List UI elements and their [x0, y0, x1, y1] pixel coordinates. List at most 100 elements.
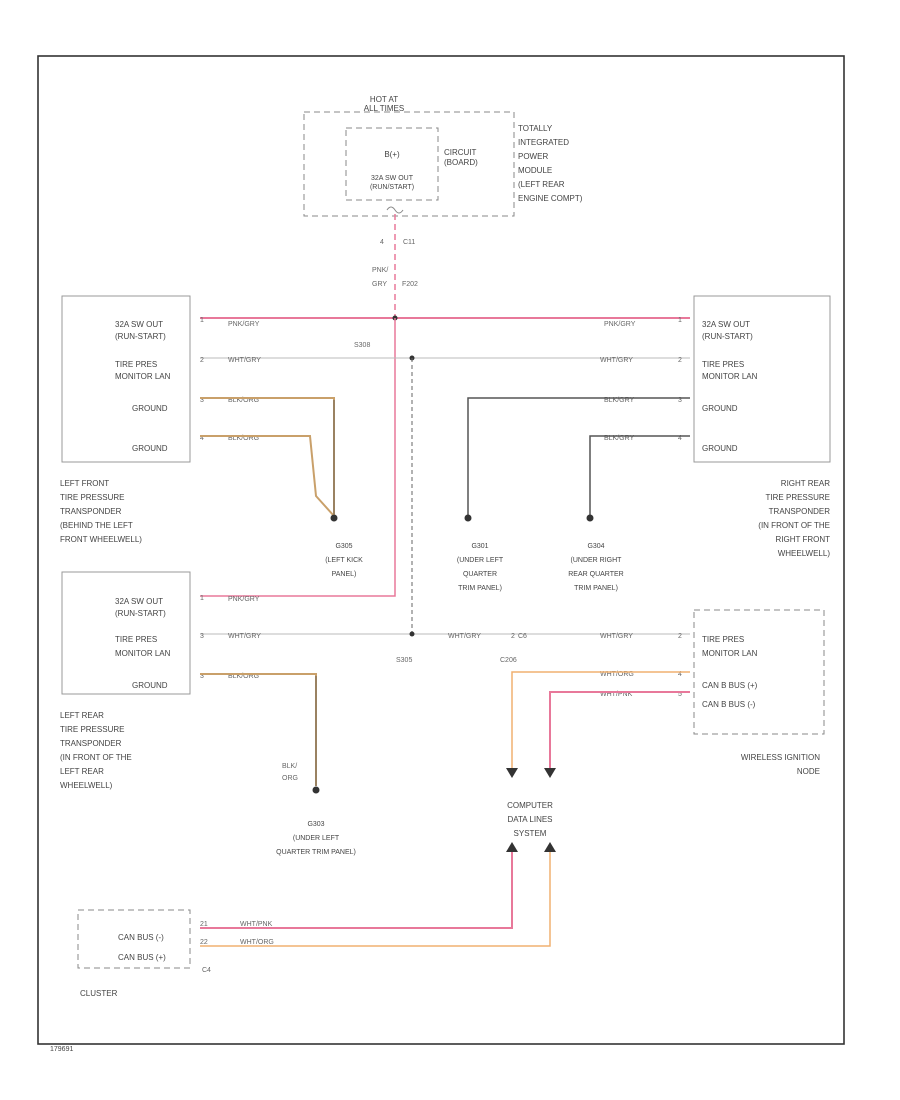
- win-pin-label: CAN B BUS (-): [702, 700, 756, 709]
- feed-wire-color-1: PNK/: [372, 267, 388, 274]
- win-pin-label: CAN B BUS (+): [702, 681, 758, 690]
- rr-caption-line: (IN FRONT OF THE: [758, 521, 830, 530]
- lr-module-box: [61, 571, 191, 695]
- rr-ground-wire-2: [589, 435, 690, 516]
- lr-pin-num: 3: [200, 633, 204, 640]
- win-wire-label: WHT/PNK: [600, 691, 633, 698]
- tipm-inner-box: [345, 127, 439, 201]
- ground-label: G304: [587, 543, 604, 550]
- lf-caption-line: FRONT WHEELWELL): [60, 535, 142, 544]
- win-pin-num: 2: [678, 633, 682, 640]
- lr-caption-line: LEFT REAR: [60, 767, 104, 776]
- ground-g301: G301 (UNDER LEFT QUARTER TRIM PANEL): [457, 514, 504, 592]
- feed-wire-color-2: GRY: [372, 281, 387, 288]
- win-caption: WIRELESS IGNITION: [741, 753, 820, 762]
- rr-pin-num: 2: [678, 357, 682, 364]
- win-can-plus-wire: [511, 671, 690, 770]
- wireless-ignition-node: TIRE PRES MONITOR LAN CAN B BUS (+) CAN …: [448, 609, 825, 778]
- splice-s305: [409, 631, 415, 637]
- lf-caption-line: LEFT FRONT: [60, 479, 109, 488]
- tipm-header-2: ALL TIMES: [364, 104, 404, 113]
- rr-wire-label: WHT/GRY: [600, 357, 633, 364]
- lf-pin-label: GROUND: [132, 444, 168, 453]
- lr-power-wire: [200, 318, 396, 597]
- fuse-symbol: [386, 206, 404, 214]
- ground-icon: [330, 514, 338, 522]
- ground-label: (UNDER LEFT: [293, 835, 340, 842]
- rr-caption-line: WHEELWELL): [778, 549, 831, 558]
- feed-wire-code: F202: [402, 281, 418, 288]
- lr-pin-label: TIRE PRES: [115, 635, 157, 644]
- splice-s308-label: S308: [354, 342, 370, 349]
- cluster-wire-label: WHT/PNK: [240, 921, 273, 928]
- computer-data-lines-system: COMPUTER DATA LINES SYSTEM: [200, 801, 556, 947]
- lf-caption: LEFT FRONT TIRE PRESSURE TRANSPONDER (BE…: [60, 479, 142, 544]
- ground-label: TRIM PANEL): [574, 585, 618, 592]
- lf-caption-line: TIRE PRESSURE: [60, 493, 124, 502]
- lr-wire-label: WHT/GRY: [228, 633, 261, 640]
- ground-label: REAR QUARTER: [568, 571, 624, 578]
- lf-caption-line: (BEHIND THE LEFT: [60, 521, 133, 530]
- ground-label: PANEL): [332, 571, 357, 578]
- tipm-circuit-board-2: (BOARD): [444, 158, 478, 167]
- win-can-minus-wire: [549, 691, 690, 770]
- cds-label: COMPUTER: [507, 801, 553, 810]
- lr-ground-wire: [200, 673, 317, 786]
- lf-pin-num: 1: [200, 317, 204, 324]
- lr-pin-num: 1: [200, 595, 204, 602]
- win-connector: C206: [500, 657, 517, 664]
- tipm-label-line: TOTALLY: [518, 124, 553, 133]
- tipm-fuse-label: 32A SW OUT: [371, 175, 414, 182]
- tipm-pin: 4: [380, 239, 384, 246]
- lr-pin-label: (RUN-START): [115, 609, 166, 618]
- tipm-circuit-board: CIRCUIT: [444, 148, 477, 157]
- lf-wire-label: BLK/ORG: [228, 435, 259, 442]
- tipm-module: HOT AT ALL TIMES B(+) 32A SW OUT (RUN/ST…: [303, 95, 583, 246]
- rr-pin-label: (RUN-START): [702, 332, 753, 341]
- win-connector-pin: 2: [511, 633, 515, 640]
- lf-pin-label: 32A SW OUT: [115, 320, 163, 329]
- cluster-wire-label: WHT/ORG: [240, 939, 274, 946]
- ground-label: G301: [471, 543, 488, 550]
- rr-pin-num: 1: [678, 317, 682, 324]
- ground-label: QUARTER TRIM PANEL): [276, 849, 356, 856]
- lr-pin-label: 32A SW OUT: [115, 597, 163, 606]
- cluster: CAN BUS (-) CAN BUS (+) 21 22 WHT/PNK WH…: [77, 909, 274, 998]
- cds-label: SYSTEM: [514, 829, 547, 838]
- lr-wire-label: PNK/GRY: [228, 596, 260, 603]
- ground-g303: G303 (UNDER LEFT QUARTER TRIM PANEL): [276, 786, 356, 856]
- ground-label: (UNDER LEFT: [457, 557, 504, 564]
- arrow-down-icon: [506, 768, 518, 778]
- lf-ground-wire-2: [200, 435, 335, 517]
- cluster-can-plus-wire: [200, 852, 551, 947]
- win-caption: NODE: [797, 767, 820, 776]
- lf-pin-num: 2: [200, 357, 204, 364]
- lr-caption-line: (IN FRONT OF THE: [60, 753, 132, 762]
- rr-pin-label: GROUND: [702, 404, 738, 413]
- win-pin-label-2: MONITOR LAN: [702, 649, 758, 658]
- rr-caption: RIGHT REAR TIRE PRESSURE TRANSPONDER (IN…: [758, 479, 830, 558]
- lf-ground-wire-1: [200, 397, 335, 516]
- win-pin-num: 4: [678, 671, 682, 678]
- lr-pin-label: MONITOR LAN: [115, 649, 171, 658]
- ground-label: G305: [335, 543, 352, 550]
- rr-caption-line: RIGHT FRONT: [775, 535, 830, 544]
- right-rear-transponder: 32A SW OUT (RUN-START) TIRE PRES MONITOR…: [467, 295, 831, 558]
- diagram-frame: [37, 55, 845, 1045]
- lr-pin-label: GROUND: [132, 681, 168, 690]
- tipm-label-line: (LEFT REAR: [518, 180, 565, 189]
- rr-module-box: [693, 295, 831, 463]
- tipm-outer-box: [303, 111, 515, 217]
- rr-pin-label: 32A SW OUT: [702, 320, 750, 329]
- lf-pin-label: TIRE PRES: [115, 360, 157, 369]
- left-front-transponder: 32A SW OUT (RUN-START) TIRE PRES MONITOR…: [60, 295, 335, 544]
- ground-label: (UNDER RIGHT: [571, 557, 623, 564]
- lr-caption-line: TIRE PRESSURE: [60, 725, 124, 734]
- lr-pin-num: 3: [200, 673, 204, 680]
- ground-icon: [586, 514, 594, 522]
- cluster-pin-label: CAN BUS (+): [118, 953, 166, 962]
- cluster-can-minus-wire: [200, 852, 513, 929]
- ground-label: (LEFT KICK: [325, 557, 363, 564]
- lf-wire-label: BLK/ORG: [228, 397, 259, 404]
